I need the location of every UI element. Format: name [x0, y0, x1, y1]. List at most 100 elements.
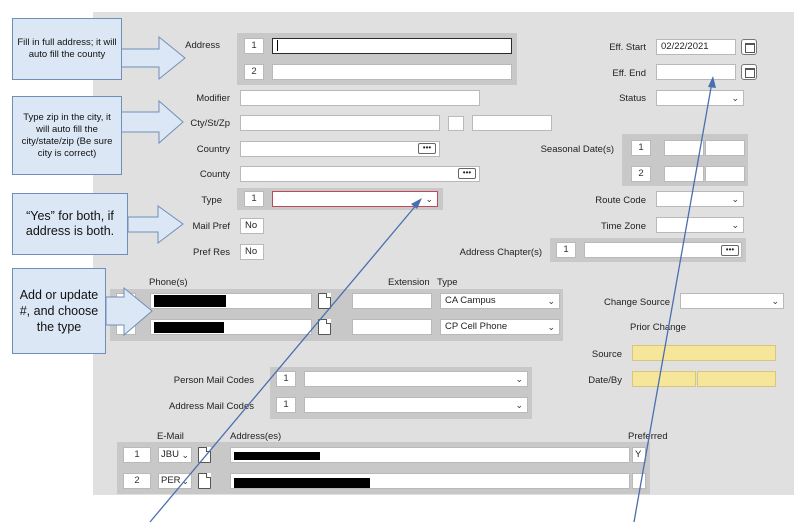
address-line2-input[interactable]: [272, 64, 512, 80]
block-arrow-address: [120, 35, 186, 81]
person-mail-codes-label: Person Mail Codes: [173, 375, 254, 386]
pointer-line-type: [149, 202, 419, 523]
chapter-lookup-icon[interactable]: •••: [721, 245, 739, 256]
phone-type-select[interactable]: CP Cell Phone ⌄: [440, 319, 560, 335]
redacted-email: [234, 478, 370, 488]
copy-icon[interactable]: [318, 293, 331, 309]
city-state-zip-label: Cty/St/Zp: [190, 118, 230, 129]
change-source-label: Change Source: [603, 297, 670, 308]
address-line1-number: 1: [244, 38, 264, 54]
person-mail-code-select[interactable]: ⌄: [304, 371, 528, 387]
eff-start-label: Eff. Start: [609, 42, 646, 53]
phone-header: Phone(s): [149, 277, 188, 288]
seasonal-dates-label: Seasonal Date(s): [540, 144, 614, 155]
address-chapter-input[interactable]: [584, 242, 742, 258]
email-address-header: Address(es): [230, 431, 282, 442]
chevron-down-icon: ⌄: [515, 400, 523, 410]
phone-type-select[interactable]: CA Campus⌄: [440, 293, 560, 309]
time-zone-label: Time Zone: [600, 221, 646, 232]
seasonal-start-2[interactable]: [664, 166, 704, 182]
seasonal-number-2: 2: [631, 166, 651, 182]
table-row: 1 JBU⌄ Y: [0, 447, 794, 463]
chevron-down-icon: ⌄: [731, 220, 739, 230]
preferred-header: Preferred: [628, 431, 668, 442]
email-address-input[interactable]: [230, 447, 630, 463]
date-readonly: [632, 371, 696, 387]
address-label: Address: [185, 40, 220, 51]
redacted-phone: [154, 322, 224, 333]
county-label: County: [199, 169, 230, 180]
copy-icon[interactable]: [198, 473, 211, 489]
source-readonly: [632, 345, 776, 361]
mail-pref-input[interactable]: No: [240, 218, 264, 234]
chevron-down-icon: ⌄: [547, 322, 555, 332]
block-arrow-yes: [127, 205, 184, 245]
redacted-phone: [154, 295, 226, 307]
pref-res-input[interactable]: No: [240, 244, 264, 260]
chevron-down-icon: ⌄: [181, 450, 189, 460]
email-header: E-Mail: [157, 431, 184, 442]
country-label: Country: [196, 144, 230, 155]
status-select[interactable]: ⌄: [656, 90, 744, 106]
county-lookup-icon[interactable]: •••: [458, 168, 476, 179]
address-chapter-number: 1: [556, 242, 576, 258]
modifier-input[interactable]: [240, 90, 480, 106]
chevron-down-icon: ⌄: [515, 374, 523, 384]
pointer-line-eff-end: [633, 81, 713, 523]
extension-input[interactable]: [352, 293, 432, 309]
mail-pref-label: Mail Pref: [192, 221, 230, 232]
country-input[interactable]: [240, 141, 440, 157]
eff-start-input[interactable]: 02/22/2021: [656, 39, 736, 55]
calendar-icon[interactable]: [741, 39, 757, 55]
chevron-down-icon: ⌄: [731, 93, 739, 103]
city-input[interactable]: [240, 115, 440, 131]
email-row-number: 1: [123, 447, 151, 463]
chevron-down-icon: ⌄: [425, 194, 433, 204]
calendar-icon[interactable]: [741, 64, 757, 80]
zip-input[interactable]: [472, 115, 552, 131]
email-type-value: JBU: [161, 449, 179, 460]
email-type-select[interactable]: JBU⌄: [158, 447, 192, 463]
extension-input[interactable]: [352, 319, 432, 335]
type-number: 1: [244, 191, 264, 207]
block-arrow-zip: [120, 99, 184, 145]
phone-type-value: CP Cell Phone: [445, 321, 508, 332]
type-label: Type: [201, 195, 222, 206]
person-mail-code-number: 1: [276, 371, 296, 387]
redacted-email: [234, 452, 320, 460]
date-by-label: Date/By: [588, 375, 622, 386]
block-arrow-phone: [105, 286, 153, 337]
route-code-label: Route Code: [595, 195, 646, 206]
seasonal-end-2[interactable]: [705, 166, 745, 182]
status-label: Status: [619, 93, 646, 104]
eff-end-input[interactable]: [656, 64, 736, 80]
state-input[interactable]: [448, 116, 464, 131]
pref-res-label: Pref Res: [193, 247, 230, 258]
callout-address: Fill in full address; it will auto fill …: [12, 18, 122, 80]
type-select[interactable]: ⌄: [272, 191, 438, 207]
change-source-select[interactable]: ⌄: [680, 293, 784, 309]
country-lookup-icon[interactable]: •••: [418, 143, 436, 154]
seasonal-start-1[interactable]: [664, 140, 704, 156]
by-readonly: [697, 371, 776, 387]
address-mail-code-select[interactable]: ⌄: [304, 397, 528, 413]
county-input[interactable]: [240, 166, 480, 182]
callout-yes-both: “Yes” for both, if address is both.: [12, 193, 128, 255]
copy-icon[interactable]: [318, 319, 331, 335]
address-line1-input[interactable]: [272, 38, 512, 54]
address-mail-code-number: 1: [276, 397, 296, 413]
callout-zip: Type zip in the city, it will auto fill …: [12, 96, 122, 175]
seasonal-end-1[interactable]: [705, 140, 745, 156]
arrow-head-icon: [411, 198, 422, 209]
route-code-select[interactable]: ⌄: [656, 191, 744, 207]
email-type-value: PER: [161, 475, 181, 486]
time-zone-select[interactable]: ⌄: [656, 217, 744, 233]
arrow-head-icon: [708, 76, 716, 88]
chevron-down-icon: ⌄: [731, 194, 739, 204]
email-row-number: 2: [123, 473, 151, 489]
address-line2-number: 2: [244, 64, 264, 80]
copy-icon[interactable]: [198, 447, 211, 463]
chevron-down-icon: ⌄: [771, 296, 779, 306]
extension-header: Extension: [388, 277, 430, 288]
callout-phone: Add or update #, and choose the type: [12, 268, 106, 354]
